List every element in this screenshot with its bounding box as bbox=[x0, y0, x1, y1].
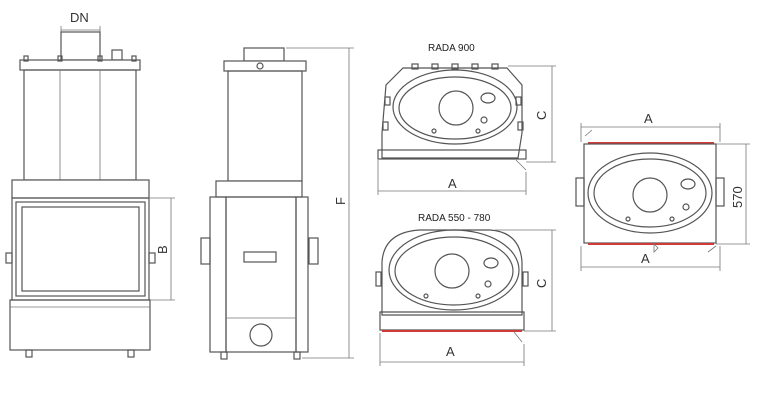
firebox-oval-outer bbox=[392, 69, 518, 145]
flue-pipe bbox=[243, 47, 285, 62]
firebox-oval-inner bbox=[593, 158, 707, 228]
upper-column bbox=[23, 69, 137, 181]
top-cap bbox=[223, 60, 307, 72]
front-view: DN B bbox=[5, 10, 175, 358]
plan-rada-900: RADA 900 C A bbox=[377, 43, 556, 195]
a-label: A bbox=[448, 176, 457, 191]
foot bbox=[220, 351, 228, 360]
firebox-hood bbox=[11, 179, 150, 199]
base bbox=[9, 299, 151, 351]
glass-door bbox=[21, 206, 140, 292]
flue-circle bbox=[632, 177, 668, 213]
dim-570-label: 570 bbox=[730, 186, 745, 208]
plan-570: A 570 A bbox=[575, 111, 750, 271]
a-label: A bbox=[644, 111, 653, 126]
top-cap bbox=[19, 59, 141, 71]
b-label: B bbox=[155, 245, 170, 254]
plan-outline bbox=[381, 229, 523, 316]
flue-circle bbox=[434, 253, 470, 289]
a-label: A bbox=[641, 251, 650, 266]
firebox-oval-inner bbox=[398, 76, 512, 140]
plan-rada-550-780: RADA 550 - 780 C A bbox=[375, 213, 556, 366]
firebox-frame bbox=[11, 197, 150, 301]
side-panel-right bbox=[295, 196, 309, 353]
foot bbox=[25, 349, 33, 358]
a-label: A bbox=[446, 344, 455, 359]
side-view: F bbox=[200, 47, 354, 360]
c-label: C bbox=[534, 279, 549, 288]
side-handle bbox=[243, 251, 277, 263]
flue-pipe bbox=[60, 31, 101, 61]
c-label: C bbox=[534, 111, 549, 120]
air-inlet bbox=[249, 323, 273, 347]
foot bbox=[293, 351, 301, 360]
f-label: F bbox=[333, 197, 348, 205]
dn-label: DN bbox=[70, 10, 89, 25]
side-panel bbox=[225, 196, 297, 353]
upper-column bbox=[227, 70, 303, 182]
rada-900-title: RADA 900 bbox=[428, 43, 475, 54]
firebox-oval-outer bbox=[388, 229, 520, 311]
foot bbox=[127, 349, 135, 358]
firebox-oval-inner bbox=[394, 236, 514, 306]
rada-550-780-title: RADA 550 - 780 bbox=[418, 213, 491, 224]
firebox-hood bbox=[215, 180, 303, 198]
side-panel-left bbox=[209, 196, 227, 353]
firebox-oval-outer bbox=[587, 152, 713, 234]
flue-circle bbox=[438, 90, 474, 126]
